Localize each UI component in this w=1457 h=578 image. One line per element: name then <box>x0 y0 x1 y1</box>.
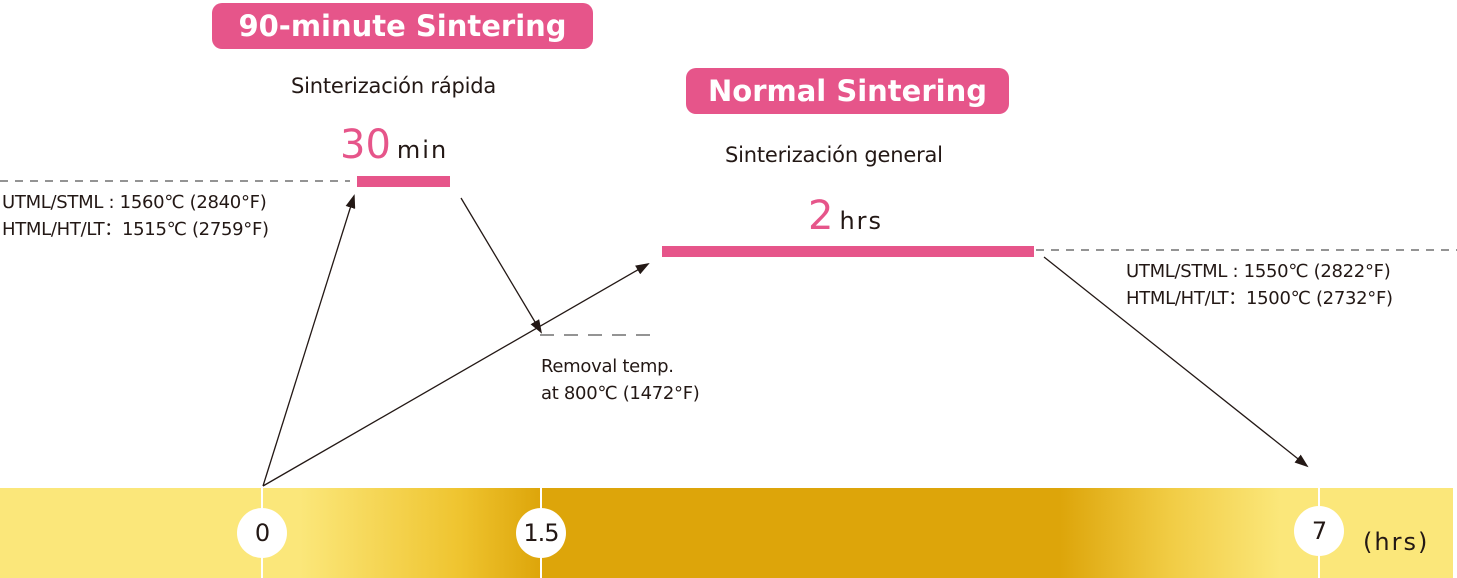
normal-hold-bar <box>662 246 1034 257</box>
tick-label-7: 7 <box>1294 506 1344 556</box>
normal-temp-text: UTML/STML : 1550℃ (2822°F) HTML/HT/LT：15… <box>1126 258 1393 312</box>
normal-sintering-title: Normal Sintering <box>686 68 1009 114</box>
tick-label-0: 0 <box>237 508 287 558</box>
removal-temp-text: Removal temp. at 800℃ (1472°F) <box>541 353 700 407</box>
normal-sintering-subtitle: Sinterización general <box>725 143 943 167</box>
removal-temp-line-1: Removal temp. <box>541 356 674 377</box>
normal-heating-arrow <box>262 263 650 487</box>
fast-hold-unit: min <box>396 136 449 164</box>
normal-temp-line-1: UTML/STML : 1550℃ (2822°F) <box>1126 261 1391 282</box>
fast-hold-bar <box>357 176 450 187</box>
fast-hold-value: 30 <box>340 122 391 168</box>
tick-label-1-5: 1.5 <box>516 508 566 558</box>
normal-temp-line-2: HTML/HT/LT：1500℃ (2732°F) <box>1126 288 1393 309</box>
fast-cooling-arrow <box>460 197 543 334</box>
time-unit-label: (hrs) <box>1363 528 1430 556</box>
fast-sintering-title: 90-minute Sintering <box>212 3 593 49</box>
fast-heating-arrow <box>262 194 356 487</box>
normal-cooling-arrow <box>1043 256 1309 468</box>
removal-temp-line-2: at 800℃ (1472°F) <box>541 383 700 404</box>
fast-temp-line-1: UTML/STML : 1560℃ (2840°F) <box>2 192 267 213</box>
fast-temp-text: UTML/STML : 1560℃ (2840°F) HTML/HT/LT：15… <box>2 189 269 243</box>
normal-hold-unit: hrs <box>839 207 884 235</box>
normal-hold-value: 2 <box>808 193 834 239</box>
fast-temp-line-2: HTML/HT/LT：1515℃ (2759°F) <box>2 219 269 240</box>
fast-sintering-subtitle: Sinterización rápida <box>291 74 497 98</box>
